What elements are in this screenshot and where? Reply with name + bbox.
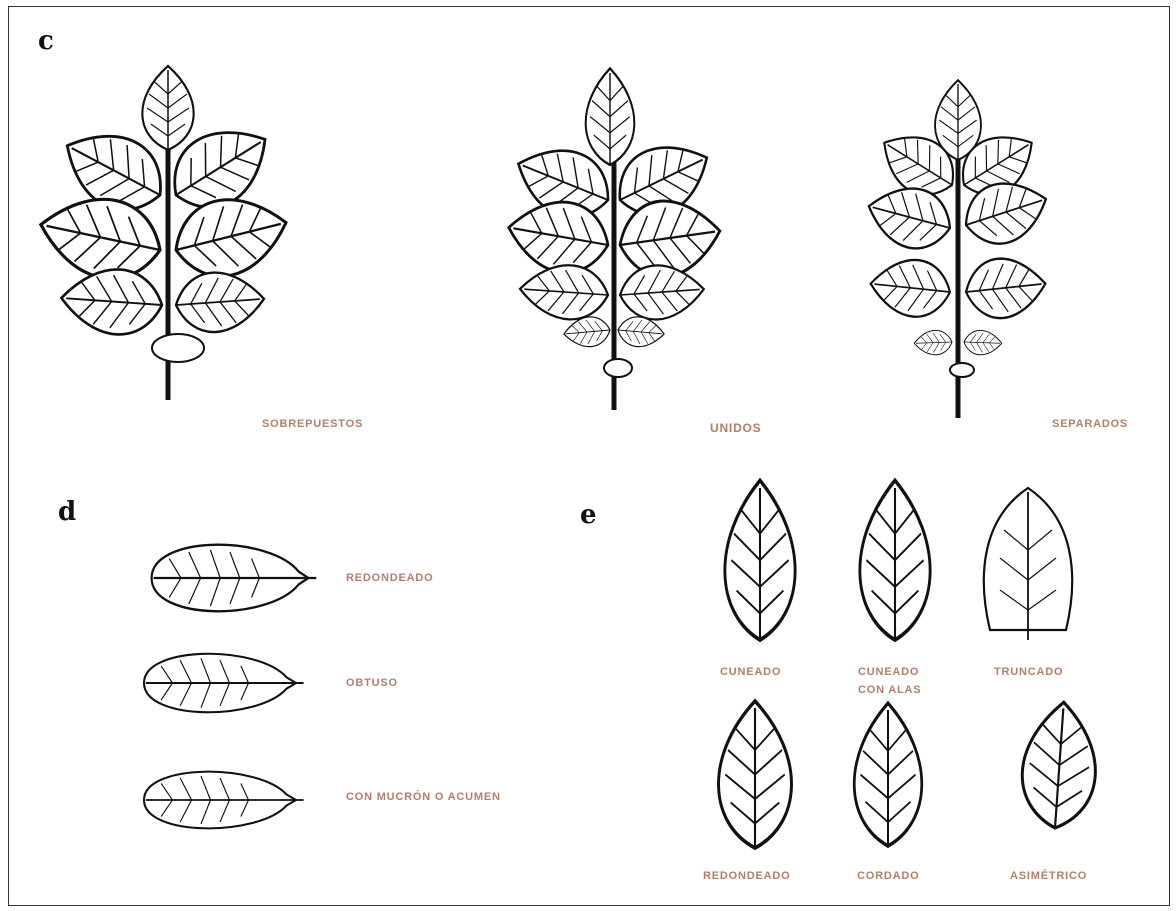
- label-sobrepuestos: SOBREPUESTOS: [262, 418, 363, 430]
- panel-letter-e: e: [580, 500, 597, 530]
- leaf-base-truncado: [984, 488, 1072, 640]
- leaf-apex-obtuso: [144, 654, 304, 713]
- label-redondeado-apex: REDONDEADO: [346, 572, 433, 584]
- leaf-apex-redondeado: [152, 545, 317, 612]
- leaf-base-cuneado: [725, 480, 795, 640]
- leaf-base-cuneado-con-alas: [860, 480, 930, 640]
- panel-letter-c: c: [38, 26, 54, 56]
- label-truncado: TRUNCADO: [994, 666, 1063, 678]
- leaf-base-cordado: [854, 703, 922, 846]
- label-redondeado-base: REDONDEADO: [703, 870, 790, 882]
- compound-leaf-separados: [861, 80, 1055, 418]
- leaf-apex-mucron: [144, 772, 304, 829]
- label-separados: SEPARADOS: [1052, 418, 1128, 430]
- label-con-alas: CON ALAS: [858, 684, 921, 696]
- label-unidos: UNIDOS: [710, 421, 761, 435]
- compound-leaf-sobrepuestos: [33, 66, 295, 400]
- label-obtuso: OBTUSO: [346, 677, 398, 689]
- label-cuneado: CUNEADO: [720, 666, 781, 678]
- label-cordado: CORDADO: [857, 870, 919, 882]
- label-mucron: CON MUCRÓN O ACUMEN: [346, 791, 501, 803]
- compound-leaf-unidos: [503, 68, 725, 410]
- leaf-base-asimetrico: [1019, 700, 1101, 831]
- label-asimetrico: ASIMÉTRICO: [1010, 870, 1087, 882]
- leaf-base-redondeado: [719, 701, 792, 848]
- label-cuneado-2: CUNEADO: [858, 666, 919, 678]
- panel-letter-d: d: [58, 497, 76, 527]
